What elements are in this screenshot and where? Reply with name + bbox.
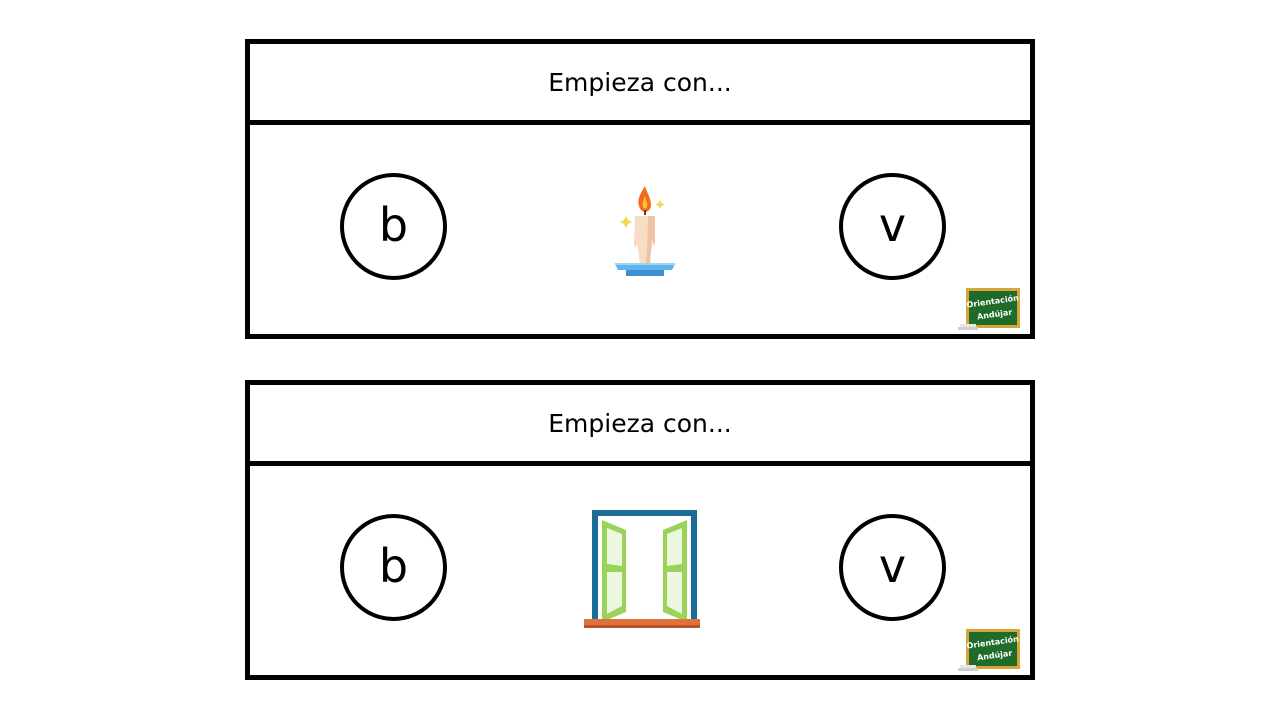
option-v-button[interactable]: v [839, 514, 946, 621]
card-body: b v Orientación Andújar [250, 125, 1030, 334]
card-body: b v Orientación Andújar [250, 466, 1030, 675]
option-v-label: v [878, 538, 907, 593]
card-header-text: Empieza con... [548, 67, 732, 97]
candle-icon [615, 186, 675, 276]
option-b-label: b [378, 538, 409, 593]
option-b-label: b [378, 197, 409, 252]
option-v-label: v [878, 197, 907, 252]
card-header: Empieza con... [250, 44, 1030, 125]
card-candle: Empieza con... b v [245, 39, 1035, 339]
window-icon [584, 510, 700, 628]
option-v-button[interactable]: v [839, 173, 946, 280]
card-header: Empieza con... [250, 385, 1030, 466]
orientacion-andujar-logo: Orientación Andújar [958, 288, 1020, 330]
orientacion-andujar-logo: Orientación Andújar [958, 629, 1020, 671]
card-header-text: Empieza con... [548, 408, 732, 438]
option-b-button[interactable]: b [340, 173, 447, 280]
card-window: Empieza con... b v Orienta [245, 380, 1035, 680]
option-b-button[interactable]: b [340, 514, 447, 621]
